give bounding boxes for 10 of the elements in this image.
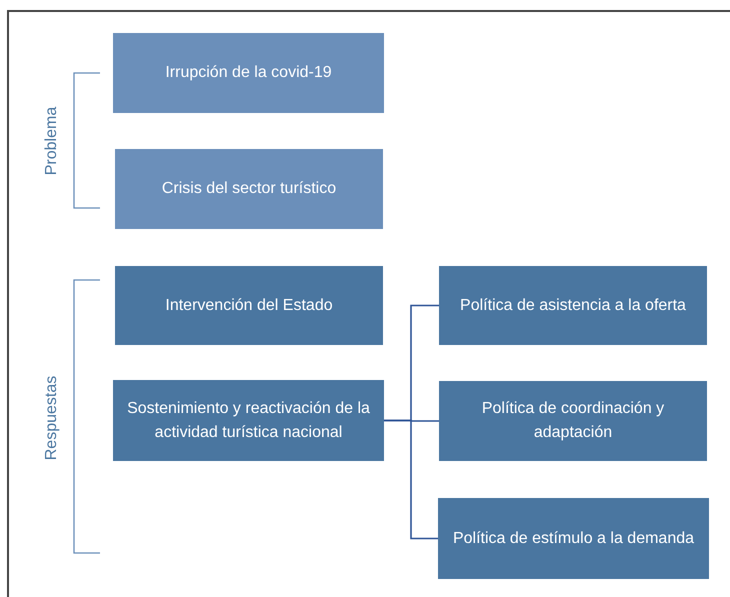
process-box: Intervención del Estado: [115, 266, 383, 345]
connector-line: [384, 420, 438, 540]
process-box: Sostenimiento y reactivación de la actividad turística nacional: [113, 380, 384, 461]
process-box: Política de estímulo a la demanda: [438, 498, 709, 579]
process-box: Irrupción de la covid-19: [113, 33, 384, 113]
process-box: Política de coordinación y adaptación: [439, 381, 707, 461]
process-box: Política de asistencia a la oferta: [439, 266, 707, 345]
group-label: Problema: [43, 106, 61, 176]
process-box: Crisis del sector turístico: [115, 149, 383, 229]
group-label: Respuestas: [43, 376, 61, 460]
